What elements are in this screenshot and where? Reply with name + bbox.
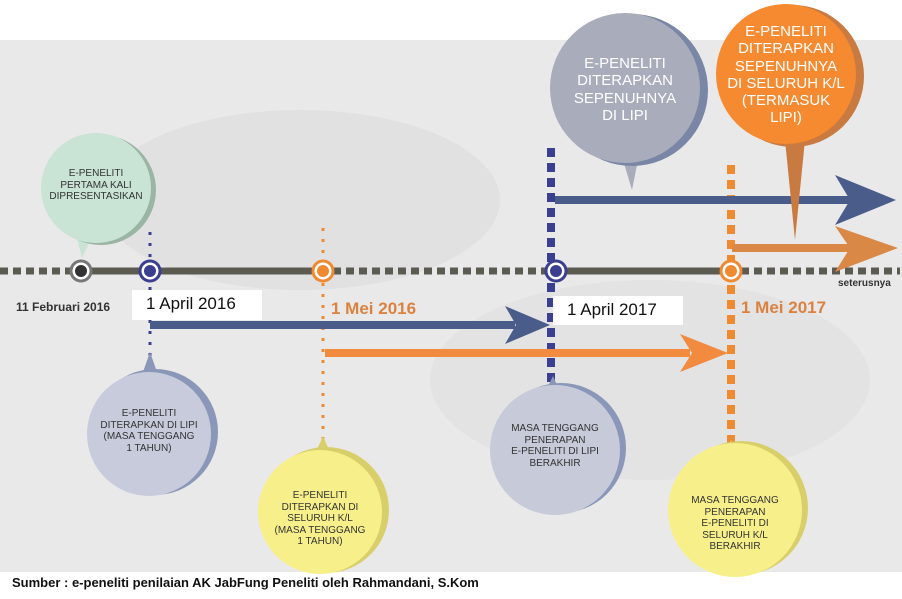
arrowhead xyxy=(680,334,728,372)
bubble-mei-2017-top xyxy=(716,4,864,240)
date-label-april-2017: 1 April 2017 xyxy=(553,296,683,325)
bubble-feb-2016 xyxy=(41,133,156,258)
bubble-april-2017-bottom xyxy=(490,376,626,515)
bubble-mei-2017-bottom xyxy=(668,440,808,577)
date-label-feb-2016: 11 Februari 2016 xyxy=(16,300,111,314)
bubble-text: MASA TENGGANG PENERAPAN E-PENELITI DI SE… xyxy=(691,495,779,552)
bubble-text: E-PENELITI DITERAPKAN DI SELURUH K/L (MA… xyxy=(274,490,366,547)
bubble-mei-2016 xyxy=(258,436,389,574)
bubble-text: E-PENELITI DITERAPKAN DI LIPI (MASA TENG… xyxy=(100,408,198,454)
bubble-text: E-PENELITI DITERAPKAN SEPENUHNYA DI LIPI xyxy=(573,55,677,124)
bubble-april-2016 xyxy=(87,352,218,496)
background-silhouette xyxy=(100,110,500,290)
bubble-april-2017-top xyxy=(550,13,708,190)
date-label-mei-2017: 1 Mei 2017 xyxy=(741,298,827,317)
arrowhead xyxy=(835,175,896,225)
continuation-label: seterusnya xyxy=(838,278,891,289)
bubble-text: E-PENELITI DITERAPKAN SEPENUHNYA DI SELU… xyxy=(727,23,845,127)
arrowhead xyxy=(505,306,550,344)
bubble-text: MASA TENGGANG PENERAPAN E-PENELITI DI LI… xyxy=(511,423,599,469)
arrowhead xyxy=(835,226,898,272)
bubble-text: E-PENELITI PERTAMA KALI DIPRESENTASIKAN xyxy=(49,168,143,202)
date-label-mei-2016: 1 Mei 2016 xyxy=(331,299,417,318)
source-caption: Sumber : e-peneliti penilaian AK JabFung… xyxy=(12,575,479,590)
date-label-april-2016: 1 April 2016 xyxy=(132,290,262,320)
